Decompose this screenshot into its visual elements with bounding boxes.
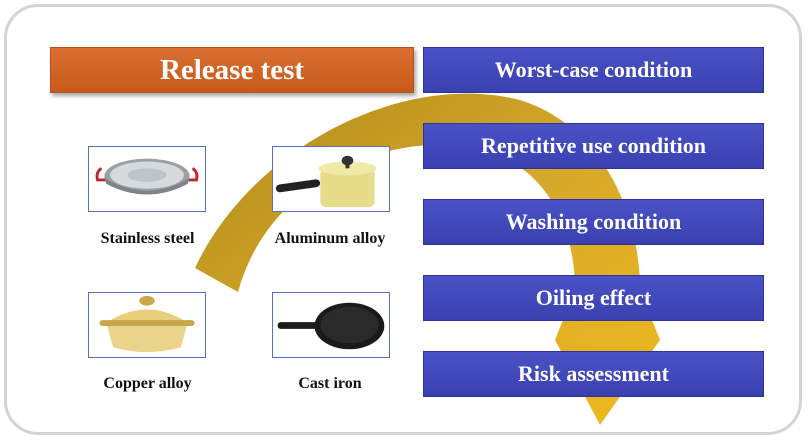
- material-label: Copper alloy: [103, 375, 192, 392]
- step-label: Risk assessment: [518, 361, 669, 386]
- copper-pot-image: [88, 292, 206, 358]
- material-label: Aluminum alloy: [274, 230, 386, 247]
- step-worst-case: Worst-case condition: [423, 47, 764, 93]
- step-label: Oiling effect: [535, 285, 652, 310]
- title-bar: Release test: [50, 47, 414, 93]
- step-label: Repetitive use condition: [481, 133, 706, 158]
- material-label: Stainless steel: [100, 230, 195, 247]
- material-label: Cast iron: [298, 375, 362, 392]
- cast-iron-skillet-image: [272, 292, 390, 358]
- step-risk-assessment: Risk assessment: [423, 351, 764, 397]
- step-repetitive-use: Repetitive use condition: [423, 123, 764, 169]
- aluminum-saucepan-image: [272, 146, 390, 212]
- step-washing: Washing condition: [423, 199, 764, 245]
- step-label: Washing condition: [505, 209, 682, 234]
- step-label: Worst-case condition: [494, 57, 693, 82]
- stainless-steel-pan-image: [88, 146, 206, 212]
- step-oiling-effect: Oiling effect: [423, 275, 764, 321]
- title-text: Release test: [159, 53, 305, 86]
